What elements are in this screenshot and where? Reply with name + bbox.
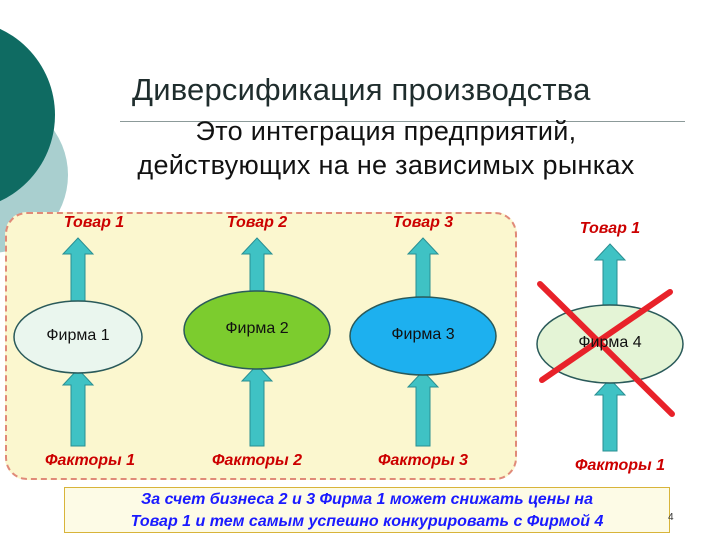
firm-1-factors-label: Факторы 1 (44, 452, 136, 469)
firm-4-name: Фирма 4 (578, 334, 642, 351)
firm-1-product-label: Товар 1 (63, 214, 125, 231)
factors-arrow-3 (406, 370, 440, 447)
factors-arrow-1 (61, 368, 95, 447)
firm-4-product-label: Товар 1 (579, 220, 641, 237)
firm-1-name: Фирма 1 (46, 327, 110, 344)
firm-3-ellipse (349, 296, 497, 376)
firm-4-ellipse (536, 304, 684, 384)
slide-title: Диверсификация производства (132, 72, 591, 107)
firm-3-product-label: Товар 3 (392, 214, 454, 231)
firm-2-ellipse (183, 290, 331, 370)
conclusion-box: За счет бизнеса 2 и 3 Фирма 1 может сниж… (64, 487, 670, 533)
product-arrow-2 (240, 237, 274, 294)
firm-3-name: Фирма 3 (391, 326, 455, 343)
firm-3-factors-label: Факторы 3 (377, 452, 469, 469)
conclusion-line-1: За счет бизнеса 2 и 3 Фирма 1 может сниж… (140, 491, 593, 508)
firm-2-name: Фирма 2 (225, 320, 289, 337)
deco-dark-circle (0, 28, 55, 202)
crossed-out-mark (537, 281, 675, 417)
slide-number: 4 (668, 512, 674, 523)
conclusion-line-2: Товар 1 и тем самым успешно конкурироват… (130, 513, 604, 530)
firm-4-factors-label: Факторы 1 (574, 457, 666, 474)
title-divider (120, 121, 685, 122)
product-arrow-1 (61, 237, 95, 304)
factors-arrow-4 (593, 378, 627, 452)
firm-2-factors-label: Факторы 2 (211, 452, 303, 469)
firm-2-product-label: Товар 2 (226, 214, 288, 231)
factors-arrow-2 (240, 364, 274, 447)
slide-subtitle: Это интеграция предприятий, действующих … (76, 114, 696, 182)
firm-1-ellipse (13, 300, 143, 374)
subtitle-line-1: Это интеграция предприятий, (195, 116, 577, 146)
product-arrow-3 (406, 237, 440, 300)
product-arrow-4 (593, 243, 627, 308)
subtitle-line-2: действующих на не зависимых рынках (137, 150, 635, 180)
